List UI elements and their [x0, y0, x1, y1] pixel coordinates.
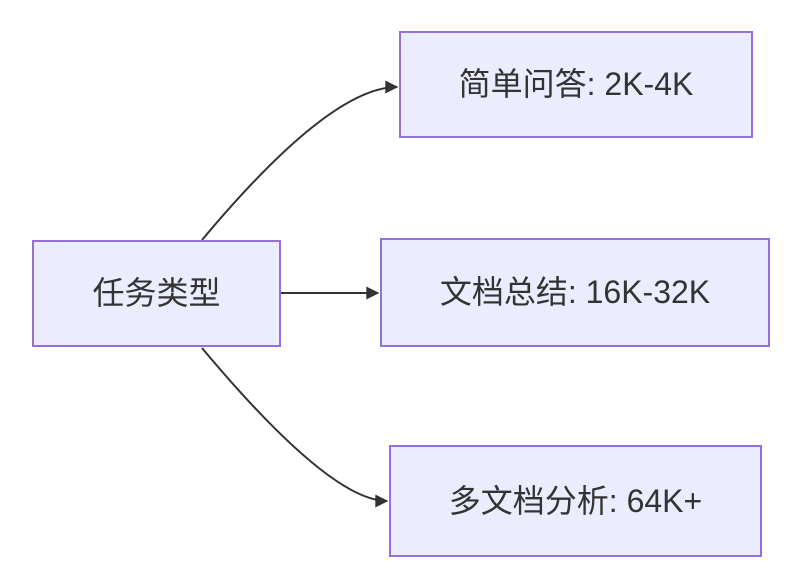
node-task-type: 任务类型: [32, 240, 281, 347]
node-simple-qa-label: 简单问答: 2K-4K: [458, 66, 694, 103]
node-doc-summary: 文档总结: 16K-32K: [380, 238, 770, 347]
node-doc-summary-label: 文档总结: 16K-32K: [439, 274, 711, 311]
node-multi-doc-analysis-label: 多文档分析: 64K+: [448, 482, 703, 519]
edge-root-to-simple-qa: [201, 80, 399, 241]
node-task-type-label: 任务类型: [92, 275, 221, 312]
edge-root-to-multi-doc: [201, 347, 389, 508]
node-simple-qa: 简单问答: 2K-4K: [399, 31, 753, 138]
node-multi-doc-analysis: 多文档分析: 64K+: [389, 445, 762, 557]
